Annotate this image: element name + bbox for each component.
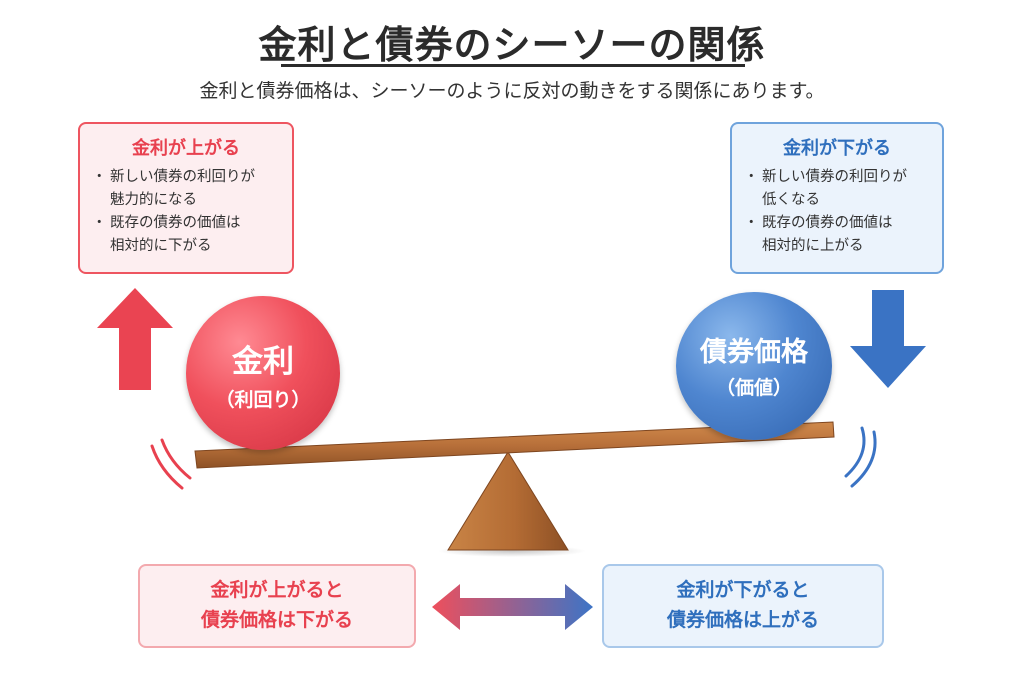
seesaw-fulcrum: [447, 451, 569, 551]
ball-sublabel: （価値）: [715, 377, 792, 399]
ball-label: 金利: [232, 344, 294, 380]
bullet-line: 既存の債券の価値は: [762, 215, 893, 231]
seesaw-plank: [194, 421, 835, 469]
bullet-list: 新しい債券の利回りが 低くなる 既存の債券の価値は 相対的に上がる: [744, 166, 928, 258]
summary-line: 金利が下がると: [676, 579, 810, 601]
ball-sublabel: （利回り）: [215, 389, 311, 411]
page-title: 金利と債券のシーソーの関係: [258, 23, 766, 67]
summary-line: 債券価格は上がる: [666, 609, 819, 631]
bullet-line: 既存の債券の価値は: [110, 215, 241, 231]
list-item: 新しい債券の利回りが 魅力的になる: [92, 166, 278, 212]
rate-rises-card: 金利が上がる 新しい債券の利回りが 魅力的になる 既存の債券の価値は 相対的に下…: [78, 122, 294, 274]
summary-line: 金利が上がると: [210, 579, 344, 601]
title-underline: [281, 64, 745, 67]
bullet-line: 新しい債券の利回りが: [110, 169, 255, 185]
summary-line: 債券価格は下がる: [200, 609, 353, 631]
list-item: 既存の債券の価値は 相対的に上がる: [744, 212, 928, 258]
list-item: 新しい債券の利回りが 低くなる: [744, 166, 928, 212]
down-arrow-icon: [850, 290, 926, 388]
motion-lines-left-icon: [150, 438, 192, 490]
summary-rate-up-card: 金利が上がると 債券価格は下がる: [138, 564, 416, 648]
bullet-line: 新しい債券の利回りが: [762, 169, 907, 185]
bullet-line: 相対的に上がる: [762, 238, 864, 254]
bullet-line: 相対的に下がる: [110, 238, 212, 254]
rate-falls-card: 金利が下がる 新しい債券の利回りが 低くなる 既存の債券の価値は 相対的に上がる: [730, 122, 944, 274]
card-title: 金利が上がる: [132, 138, 240, 159]
motion-lines-right-icon: [844, 426, 877, 488]
bullet-line: 魅力的になる: [110, 192, 197, 208]
list-item: 既存の債券の価値は 相対的に下がる: [92, 212, 278, 258]
interest-rate-ball: 金利 （利回り）: [186, 296, 340, 450]
summary-rate-down-card: 金利が下がると 債券価格は上がる: [602, 564, 884, 648]
double-arrow-icon: [432, 584, 593, 630]
bond-price-ball: 債券価格 （価値）: [676, 292, 832, 440]
up-arrow-icon: [97, 288, 173, 390]
bullet-line: 低くなる: [762, 192, 820, 208]
ball-label: 債券価格: [700, 337, 808, 368]
bullet-list: 新しい債券の利回りが 魅力的になる 既存の債券の価値は 相対的に下がる: [92, 166, 278, 258]
page-subtitle: 金利と債券価格は、シーソーのように反対の動きをする関係にあります。: [199, 80, 825, 102]
card-title: 金利が下がる: [783, 138, 891, 159]
